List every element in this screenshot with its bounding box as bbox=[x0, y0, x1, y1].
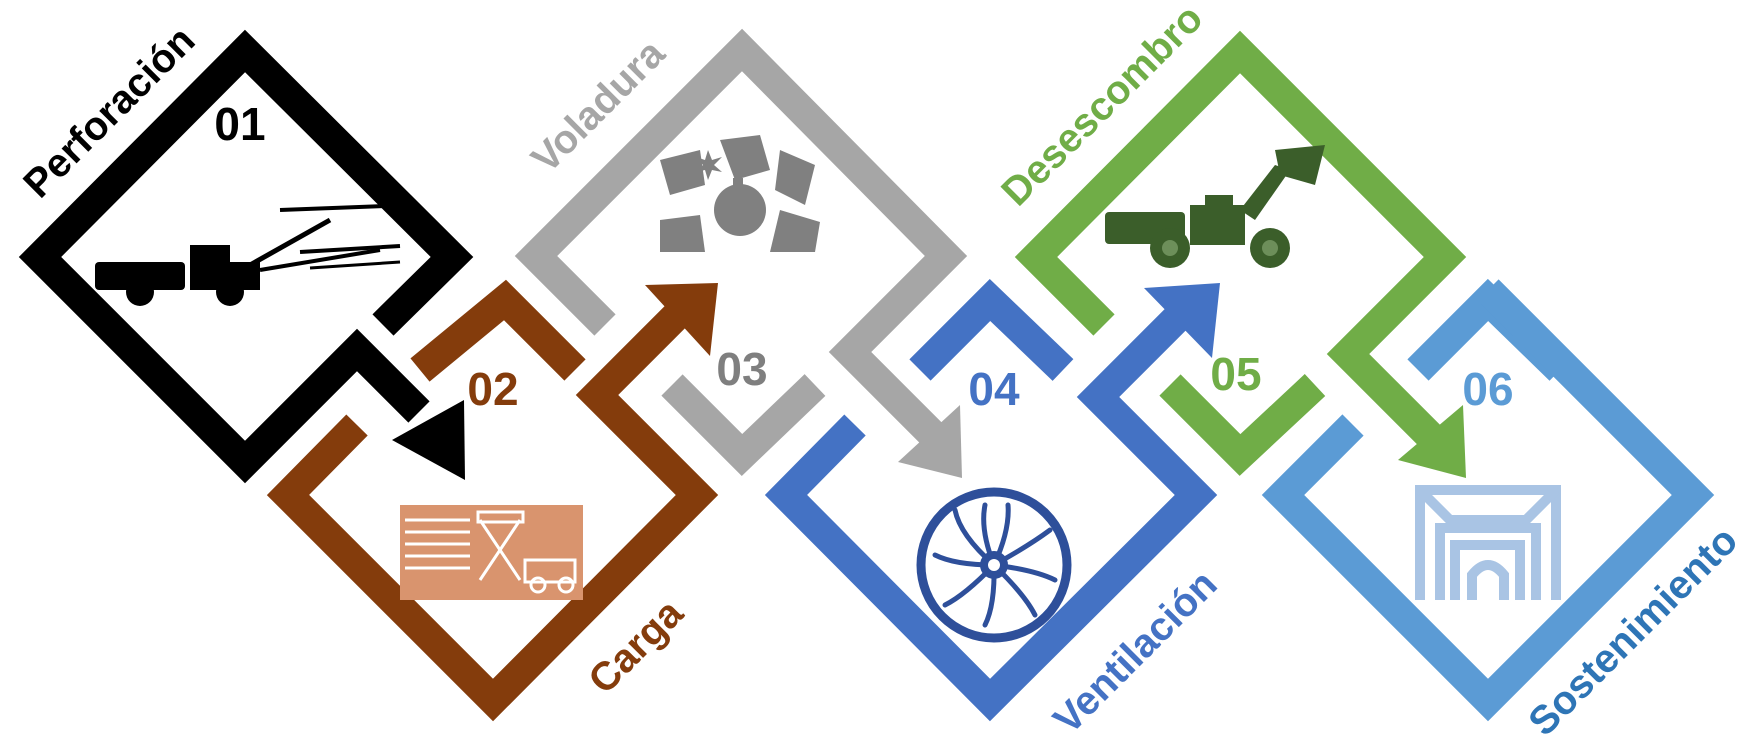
step-label-ventilacion: Ventilación bbox=[1045, 562, 1225, 741]
blast-bomb-icon bbox=[660, 135, 820, 252]
arrow-to-desescombro bbox=[1144, 283, 1220, 358]
arrow-to-ventilacion bbox=[898, 405, 962, 478]
step-number-06: 06 bbox=[1462, 363, 1513, 415]
step-number-01: 01 bbox=[214, 98, 265, 150]
explosive-charger-icon bbox=[400, 505, 583, 600]
step-number-05: 05 bbox=[1210, 348, 1261, 400]
step-voladura: 03 Voladura bbox=[514, 28, 968, 478]
step-number-02: 02 bbox=[467, 363, 518, 415]
tunnel-support-icon bbox=[1415, 485, 1561, 600]
scoop-loader-icon bbox=[1105, 145, 1325, 268]
step-desescombro: 05 Desescombro bbox=[993, 0, 1467, 478]
ventilation-fan-icon bbox=[916, 487, 1072, 643]
step-perforacion: 01 Perforación bbox=[15, 18, 474, 484]
step-number-03: 03 bbox=[716, 343, 767, 395]
arrow-to-sostenimiento bbox=[1398, 405, 1466, 478]
arrow-to-carga bbox=[392, 400, 465, 480]
drill-jumbo-icon bbox=[95, 204, 401, 306]
arrow-to-voladura bbox=[645, 283, 718, 356]
step-number-04: 04 bbox=[968, 363, 1020, 415]
